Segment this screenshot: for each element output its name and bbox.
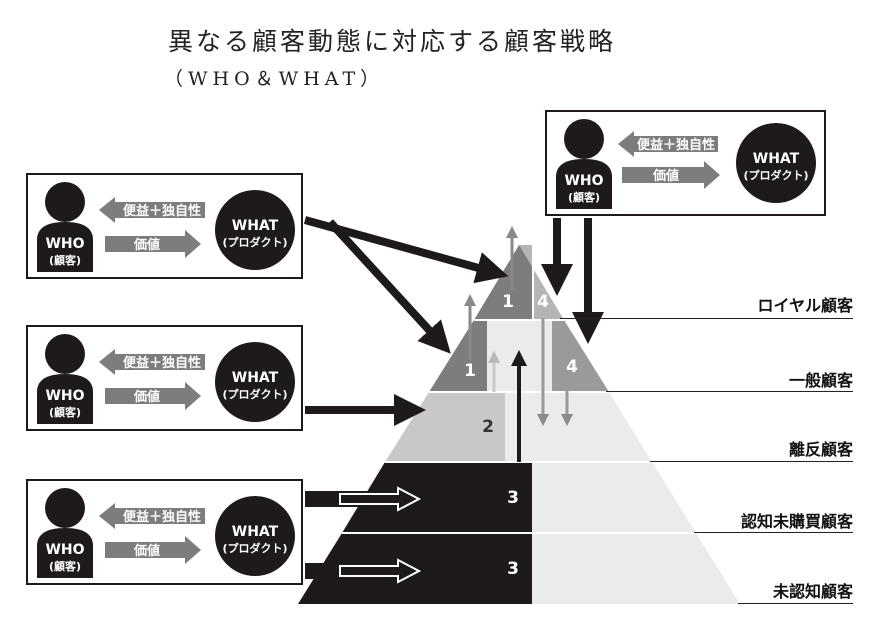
value-label: 価値: [133, 543, 160, 559]
who-what-box-2: WHO (顧客) 便益＋独自性 価値 WHAT (プロダクト): [26, 325, 303, 431]
what-label: WHAT: [232, 218, 279, 234]
segment-2: 2: [482, 417, 494, 437]
arrow-box1-to-general: [327, 219, 451, 354]
benefit-label: 便益＋独自性: [123, 509, 201, 525]
tier-label-loyal: ロイヤル顧客: [757, 296, 853, 315]
who-head-icon: [45, 334, 85, 374]
segment-4-general: 4: [566, 357, 578, 377]
value-arrow: [105, 382, 201, 410]
tier-unaware-right: [532, 533, 740, 604]
tier-lapsed-left: [385, 392, 505, 462]
tier-general-seg1: [429, 320, 487, 392]
segment-1-general: 1: [464, 361, 476, 381]
what-label: WHAT: [232, 524, 279, 540]
segment-1-loyal: 1: [502, 292, 514, 312]
segment-4-loyal: 4: [537, 292, 549, 312]
who-body-icon: [37, 528, 93, 578]
who-sublabel: (顧客): [49, 253, 81, 267]
tier-rule-loyal: [560, 318, 853, 319]
tier-label-unaware: 未認知顧客: [772, 582, 853, 601]
tier-lapsed-right: [505, 392, 652, 462]
benefit-arrow: [99, 503, 205, 529]
what-sublabel: (プロダクト): [222, 387, 287, 401]
who-body-icon: [556, 159, 612, 209]
who-sublabel: (顧客): [49, 559, 81, 573]
who-label: WHO: [45, 542, 84, 558]
segment-3-lower: 3: [507, 559, 519, 579]
connector-arrows: [303, 216, 604, 588]
value-arrow: [105, 536, 201, 564]
hollow-arrow-aware: [305, 482, 425, 516]
who-body-icon: [37, 222, 93, 272]
who-sublabel: (顧客): [49, 405, 81, 419]
page-title: 異なる顧客動態に対応する顧客戦略: [168, 27, 617, 56]
who-sublabel: (顧客): [568, 190, 600, 204]
tier-label-general: 一般顧客: [788, 371, 853, 390]
benefit-label: 便益＋独自性: [123, 203, 201, 219]
tier-rule-general: [606, 391, 853, 392]
what-circle-icon: [215, 342, 295, 422]
value-label: 価値: [133, 237, 160, 253]
who-body-icon: [37, 374, 93, 424]
tier-aware-left: [342, 462, 532, 533]
what-circle-icon: [736, 123, 816, 203]
benefit-arrow: [99, 349, 205, 375]
tier-label-aware: 認知未購買顧客: [740, 512, 853, 531]
who-head-icon: [45, 488, 85, 528]
pyramid: [298, 245, 740, 604]
what-sublabel: (プロダクト): [222, 235, 287, 249]
segment-3-upper: 3: [507, 488, 519, 508]
hollow-arrow-unaware: [305, 554, 425, 588]
what-label: WHAT: [753, 151, 800, 167]
benefit-arrow: [99, 197, 205, 223]
who-label: WHO: [45, 388, 84, 404]
tier-rule-lapsed: [650, 461, 853, 462]
who-label: WHO: [45, 236, 84, 252]
benefit-label: 便益＋独自性: [123, 355, 201, 371]
value-arrow: [622, 161, 720, 189]
benefit-label: 便益＋独自性: [637, 137, 715, 153]
who-head-icon: [564, 119, 604, 159]
who-what-box-3: WHO (顧客) 便益＋独自性 価値 WHAT (プロダクト): [26, 479, 303, 585]
tier-label-lapsed: 離反顧客: [788, 440, 853, 459]
value-label: 価値: [133, 389, 160, 405]
benefit-arrow: [618, 131, 718, 157]
tier-rule-aware: [694, 532, 853, 533]
tier-aware-right: [532, 462, 696, 533]
tier-rule-unaware: [738, 603, 853, 604]
who-label: WHO: [564, 173, 603, 189]
what-sublabel: (プロダクト): [222, 541, 287, 555]
value-arrow: [105, 230, 201, 258]
who-what-box-top: WHO (顧客) 便益＋独自性 価値 WHAT (プロダクト): [545, 110, 826, 216]
who-head-icon: [45, 182, 85, 222]
pyramid-internal-arrows: [464, 226, 573, 462]
what-label: WHAT: [232, 370, 279, 386]
what-circle-icon: [215, 496, 295, 576]
value-label: 価値: [652, 168, 679, 184]
what-circle-icon: [215, 190, 295, 270]
who-what-box-1: WHO (顧客) 便益＋独自性 価値 WHAT (プロダクト): [26, 173, 303, 279]
page-subtitle: （WHO＆WHAT）: [164, 68, 385, 90]
tier-general-seg4: [552, 320, 609, 392]
what-sublabel: (プロダクト): [743, 168, 808, 182]
